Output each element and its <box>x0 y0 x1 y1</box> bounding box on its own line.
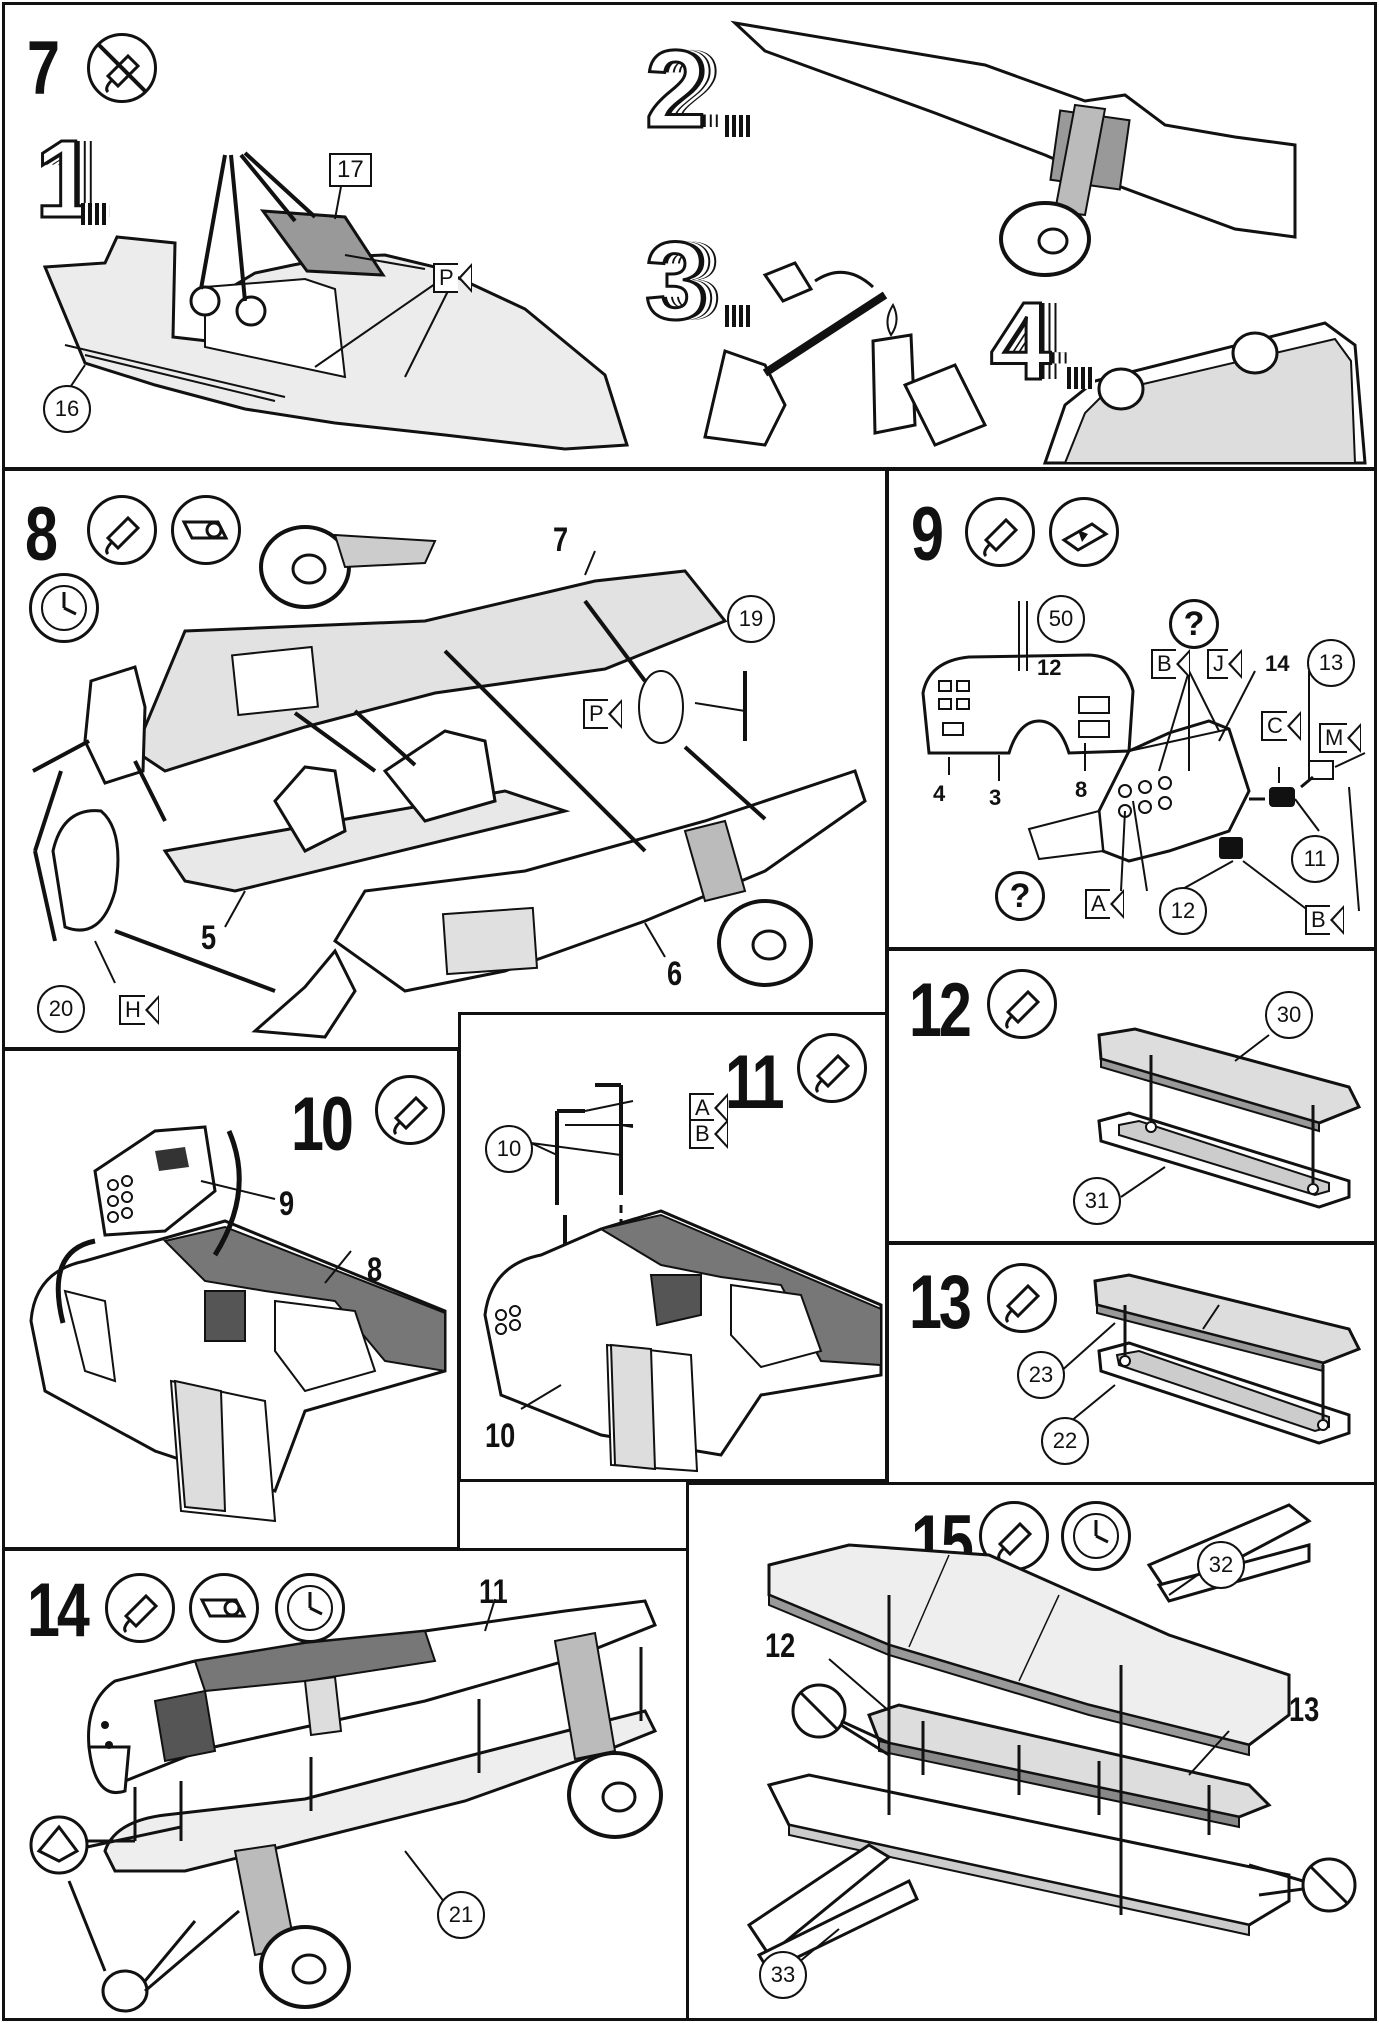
callout-part-13: 13 <box>1307 639 1355 687</box>
step-8-panel: 8 <box>2 468 888 1050</box>
step-13-panel: 13 23 22 <box>886 1242 1377 1486</box>
callout-part-30: 30 <box>1265 991 1313 1039</box>
step-9-panel: 9 ? ? <box>886 468 1377 950</box>
step-12-drawings <box>1097 1027 1362 1209</box>
callout-part-50: 50 <box>1037 595 1085 643</box>
substep-4: 4 <box>988 280 1052 403</box>
step-number: 13 <box>909 1260 972 1345</box>
callout-part-10: 10 <box>485 1125 533 1173</box>
glue-tube-icon <box>965 497 1035 567</box>
paint-code-B: B <box>1305 905 1344 935</box>
label-part-7: 7 <box>553 521 569 559</box>
callout-part-12: 12 <box>1159 887 1207 935</box>
callout-part-11: 11 <box>1291 835 1339 883</box>
step-13-drawings <box>1058 1273 1362 1445</box>
step-15-drawings <box>746 1503 1357 1973</box>
step-7-drawings <box>42 20 1367 465</box>
glue-tube-icon <box>87 495 157 565</box>
help-question-icon: ? <box>995 871 1045 921</box>
callout-part-33: 33 <box>759 1951 807 1999</box>
label-part-13: 13 <box>1289 1691 1320 1729</box>
paint-code-P: P <box>583 699 622 729</box>
step-12-panel: 12 30 31 <box>886 948 1377 1244</box>
clock-icon <box>29 573 99 643</box>
step-number: 9 <box>911 492 944 577</box>
label-part-6: 6 <box>667 955 683 993</box>
glue-tube-icon <box>797 1033 867 1103</box>
step-10-drawings <box>29 1125 447 1523</box>
step-9-drawings <box>921 601 1366 912</box>
step-10-panel: 10 9 8 <box>2 1048 460 1550</box>
no-glue-icon <box>87 33 157 103</box>
decal-icon <box>1049 497 1119 567</box>
help-question-icon: ? <box>1169 599 1219 649</box>
label-part-12: 12 <box>765 1627 796 1665</box>
step-15-panel: 15 <box>686 1482 1377 2021</box>
glue-tube-icon <box>375 1075 445 1145</box>
label-part-8: 8 <box>367 1251 383 1289</box>
substep-2: 2 <box>643 28 707 151</box>
substep-marker <box>725 305 753 327</box>
substep-marker <box>81 203 109 225</box>
label-part-9: 9 <box>279 1185 295 1223</box>
step-number: 7 <box>27 26 60 111</box>
paint-code-J: J <box>1207 649 1242 679</box>
callout-part-22: 22 <box>1041 1417 1089 1465</box>
substep-marker <box>1067 367 1095 389</box>
glue-tube-icon <box>105 1573 175 1643</box>
step-number: 14 <box>27 1568 90 1653</box>
clock-icon <box>1061 1501 1131 1571</box>
label-part-17: 17 <box>329 153 372 188</box>
callout-part-16: 16 <box>43 385 91 433</box>
callout-part-32: 32 <box>1197 1541 1245 1589</box>
callout-part-31: 31 <box>1073 1177 1121 1225</box>
paint-code-H: H <box>119 995 159 1025</box>
label-part-5: 5 <box>201 919 217 957</box>
step-number: 12 <box>909 968 972 1053</box>
paint-code-M: M <box>1319 723 1362 753</box>
tape-icon <box>189 1573 259 1643</box>
substep-marker <box>725 115 753 137</box>
label-part-12: 12 <box>1037 655 1062 680</box>
step-14-drawings <box>29 1598 663 2013</box>
label-part-8: 8 <box>1075 777 1088 802</box>
glue-tube-icon <box>987 969 1057 1039</box>
label-part-4: 4 <box>933 781 946 806</box>
callout-part-21: 21 <box>437 1891 485 1939</box>
label-part-11: 11 <box>479 1573 508 1611</box>
label-part-14: 14 <box>1265 651 1290 676</box>
step-14-panel: 14 <box>2 1548 690 2021</box>
step-11-panel: 11 A <box>458 1012 888 1482</box>
callout-part-20: 20 <box>37 985 85 1033</box>
step-7-panel: 7 1 <box>2 2 1377 470</box>
step-11-drawings <box>483 1083 883 1473</box>
clock-icon <box>275 1573 345 1643</box>
glue-tube-icon <box>987 1263 1057 1333</box>
callout-part-19: 19 <box>727 595 775 643</box>
paint-code-P: P <box>433 263 472 293</box>
substep-3: 3 <box>643 220 707 343</box>
paint-code-C: C <box>1261 711 1301 741</box>
step-number: 11 <box>725 1040 785 1125</box>
step-8-drawings <box>32 525 867 1039</box>
paint-code-B: B <box>689 1119 728 1149</box>
callout-part-23: 23 <box>1017 1351 1065 1399</box>
tape-icon <box>171 495 241 565</box>
paint-code-A: A <box>1085 889 1124 919</box>
step-number: 8 <box>25 492 58 577</box>
paint-code-B: B <box>1151 649 1190 679</box>
label-part-3: 3 <box>989 785 1002 810</box>
step-number: 10 <box>291 1082 354 1167</box>
label-part-10: 10 <box>485 1417 516 1455</box>
